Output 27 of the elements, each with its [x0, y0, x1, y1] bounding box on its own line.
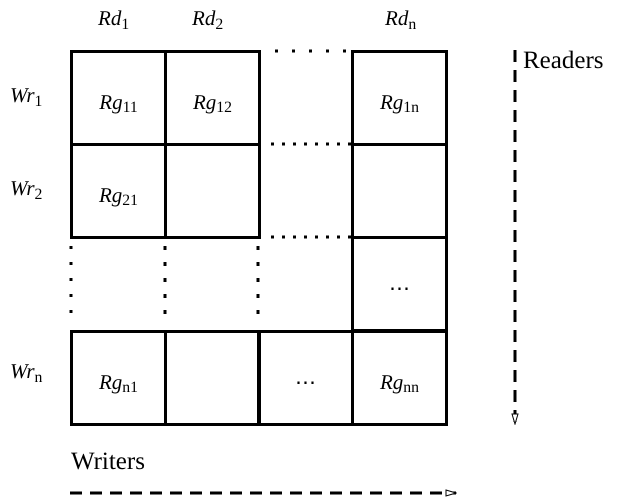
register-cell — [164, 143, 261, 239]
register-label: Rg$_{n1}$ — [98, 372, 138, 392]
register-cell — [164, 330, 261, 426]
register-cell — [351, 330, 448, 426]
register-label: Rg$_{12}$ — [192, 92, 232, 112]
register-cell — [351, 143, 448, 239]
index-label: Wr$_{n}$ — [10, 361, 42, 382]
index-label: Rd$_{1}$ — [98, 8, 130, 29]
register-cell — [70, 330, 167, 426]
index-label: Rd$_{n}$ — [385, 8, 416, 29]
register-cell — [164, 50, 261, 146]
register-label: Rg$_{1n}$ — [380, 92, 420, 112]
register-cell — [257, 330, 354, 426]
register-cell — [351, 50, 448, 146]
register-label: ⋯ — [295, 372, 316, 392]
index-label: Rd$_{2}$ — [192, 8, 224, 29]
index-label: Wr$_{1}$ — [10, 85, 42, 106]
axis-title: Writers — [71, 449, 145, 474]
register-cell — [351, 236, 448, 332]
register-label: ⋯ — [389, 278, 410, 298]
axis-title: Readers — [523, 48, 604, 73]
register-cell — [70, 50, 167, 146]
register-label: Rg$_{11}$ — [99, 92, 138, 112]
index-label: Wr$_{2}$ — [10, 178, 42, 199]
register-cell — [70, 143, 167, 239]
register-label: Rg$_{21}$ — [98, 184, 138, 206]
register-label: Rg$_{nn}$ — [380, 372, 420, 392]
